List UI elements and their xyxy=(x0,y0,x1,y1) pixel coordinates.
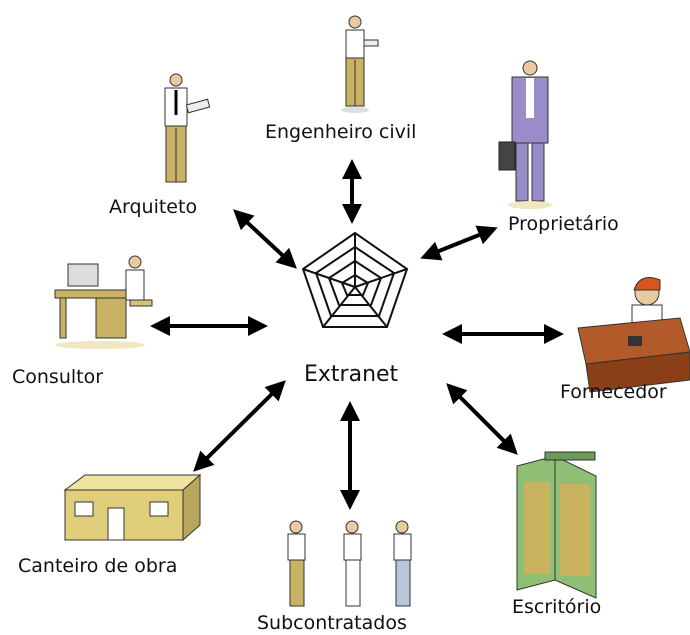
supplier-phone-icon xyxy=(577,277,690,393)
node-subcontratados: Subcontratados xyxy=(257,612,407,634)
engineer-figure-icon xyxy=(341,15,379,113)
node-arquiteto: Arquiteto xyxy=(109,196,198,218)
center-extranet-label: Extranet xyxy=(304,362,399,387)
spider-web-icon xyxy=(301,231,409,328)
arrow-arquiteto xyxy=(233,209,297,269)
connector-arrows xyxy=(150,159,564,510)
consultant-desk-icon xyxy=(54,255,153,349)
workers-group-icon xyxy=(287,520,412,607)
node-canteiro-de-obra: Canteiro de obra xyxy=(18,555,178,577)
architect-figure-icon xyxy=(164,73,211,183)
site-building-icon xyxy=(63,473,202,542)
node-escritorio: Escritório xyxy=(512,596,602,618)
node-fornecedor: Fornecedor xyxy=(560,381,667,403)
node-proprietario: Proprietário xyxy=(508,213,619,235)
node-engenheiro-civil: Engenheiro civil xyxy=(265,121,417,143)
arrow-escritorio xyxy=(446,383,518,455)
node-consultor: Consultor xyxy=(12,366,104,388)
office-building-icon xyxy=(516,451,597,599)
arrow-proprietario xyxy=(420,225,498,261)
arrow-canteiro xyxy=(193,380,286,472)
owner-businessman-icon xyxy=(498,60,552,209)
